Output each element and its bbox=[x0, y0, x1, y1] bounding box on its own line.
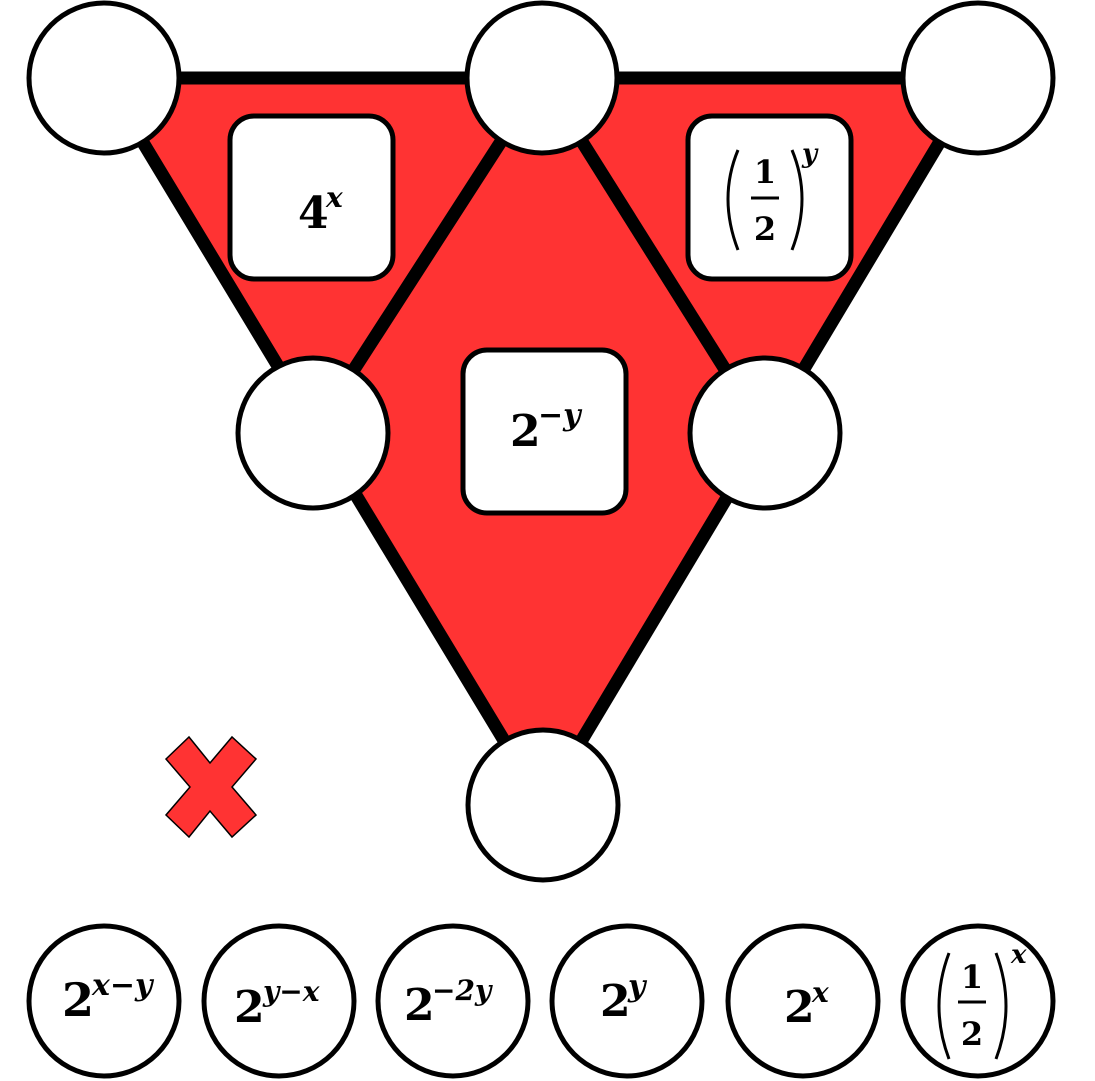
tray-item-2-pow-y-minus-x[interactable]: 2 y−x bbox=[201, 923, 357, 1079]
tray-item-half-pow-x[interactable]: 1 2 x bbox=[900, 923, 1056, 1079]
clue-left-exponent: x bbox=[325, 181, 343, 214]
tray-item-base: 2 bbox=[784, 982, 815, 1033]
paren-right bbox=[994, 952, 1008, 1060]
tray-item-2-pow-y[interactable]: 2 y bbox=[549, 923, 705, 1079]
clue-left-base: 4 bbox=[298, 188, 329, 239]
node-top-right[interactable] bbox=[900, 0, 1056, 156]
node-mid-right[interactable] bbox=[687, 355, 843, 511]
tray-item-base: 2 bbox=[404, 980, 435, 1031]
drop-nodes bbox=[26, 0, 1056, 883]
clue-center-exponent: −y bbox=[538, 398, 583, 433]
node-top-middle[interactable] bbox=[464, 0, 620, 156]
paren-right bbox=[790, 149, 804, 251]
cross-icon bbox=[164, 735, 258, 839]
tray-item-denominator: 2 bbox=[961, 1015, 983, 1053]
tray-item-exponent: x bbox=[1010, 940, 1027, 970]
tray-item-2-pow-x-minus-y[interactable]: 2 x−y bbox=[26, 923, 182, 1079]
tray-item-base: 2 bbox=[600, 976, 631, 1027]
tray-item-base: 2 bbox=[234, 982, 265, 1033]
paren-left bbox=[726, 149, 740, 251]
clue-center-base: 2 bbox=[510, 406, 541, 457]
tray-item-numerator: 1 bbox=[961, 958, 983, 996]
clue-tile-center: 2 −y bbox=[460, 347, 629, 516]
clue-right-exponent: y bbox=[801, 139, 819, 169]
answer-tray: 2 x−y 2 y−x 2 −2y 2 y 2 x 1 bbox=[26, 923, 1056, 1079]
clue-tile-left: 4 x bbox=[227, 113, 396, 282]
clue-tile-right: 1 2 y bbox=[685, 113, 854, 282]
clue-right-denominator: 2 bbox=[754, 210, 776, 248]
tray-item-2-pow-x[interactable]: 2 x bbox=[725, 923, 881, 1079]
tray-item-exponent: y bbox=[627, 969, 648, 1004]
tray-item-base: 2 bbox=[62, 973, 94, 1027]
paren-left bbox=[937, 952, 951, 1060]
node-top-left[interactable] bbox=[26, 0, 182, 156]
clue-right-numerator: 1 bbox=[754, 153, 776, 191]
tray-item-2-pow-minus-2y[interactable]: 2 −2y bbox=[375, 923, 531, 1079]
tray-item-exponent: y−x bbox=[262, 975, 320, 1008]
tray-item-exponent: x−y bbox=[91, 968, 155, 1003]
tray-item-exponent: −2y bbox=[432, 974, 493, 1007]
node-mid-left[interactable] bbox=[235, 355, 391, 511]
tray-item-exponent: x bbox=[811, 976, 829, 1009]
node-bottom[interactable] bbox=[465, 727, 621, 883]
